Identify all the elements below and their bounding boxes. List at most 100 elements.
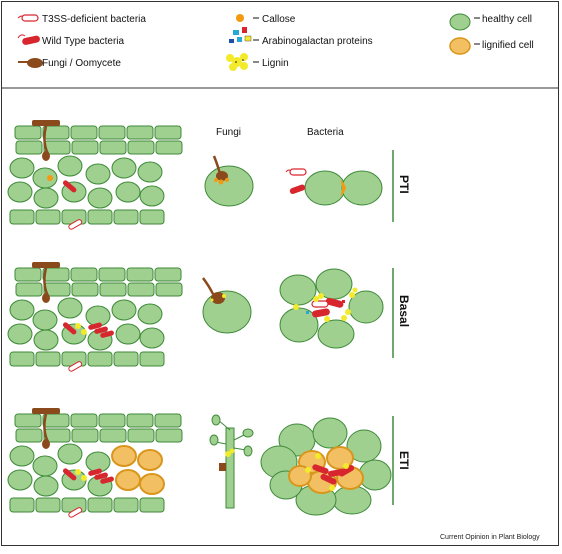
callose-deposit <box>47 175 53 181</box>
mesophyll-cell <box>9 299 35 321</box>
epidermal-cell <box>113 209 139 225</box>
epidermal-cell <box>9 497 35 513</box>
epidermal-cell <box>139 209 165 225</box>
epidermal-cell <box>35 497 61 513</box>
legend-wild-type-label: Wild Type bacteria <box>42 36 125 47</box>
row-label-basal: Basal <box>397 295 411 327</box>
bacterium <box>62 468 77 481</box>
fungi-oomycete-icon <box>18 58 43 68</box>
legend-fungi-label: Fungi / Oomycete <box>42 58 121 69</box>
epidermal-cell <box>126 125 154 140</box>
healthy-cell <box>312 417 348 449</box>
tissue-panel-pti <box>7 120 183 230</box>
row-label-eti: ETI <box>397 451 411 470</box>
mesophyll-cell <box>32 455 58 477</box>
epidermal-cell <box>127 140 155 155</box>
mesophyll-cell <box>115 181 141 203</box>
legend-lignin-label: Lignin <box>262 58 289 69</box>
healthy-cell <box>332 485 372 515</box>
mesophyll-cell <box>7 181 33 203</box>
tissue-panel-basal <box>7 262 183 372</box>
healthy-cell-icon <box>449 13 480 31</box>
lignin-deposit <box>81 329 87 335</box>
epidermal-cell <box>15 428 43 443</box>
haustorium <box>42 293 50 303</box>
epidermal-cell <box>155 140 183 155</box>
mesophyll-cell <box>87 187 113 209</box>
lignified-cell <box>115 469 141 491</box>
t3ss-bacteria-icon <box>17 14 39 22</box>
bacterium <box>320 473 337 485</box>
epidermal-cell <box>70 413 98 428</box>
lignin-deposit <box>343 463 349 469</box>
bacterium <box>100 476 114 484</box>
row-label-pti: PTI <box>397 175 411 194</box>
epidermal-cell <box>9 209 35 225</box>
lignified-cell-icon <box>449 37 480 55</box>
epidermal-cell <box>9 351 35 367</box>
epidermal-cell <box>15 140 43 155</box>
healthy-cell <box>346 429 382 463</box>
epidermal-cell <box>71 140 99 155</box>
epidermal-cell <box>154 267 182 282</box>
pti-fungi-cell <box>204 155 254 207</box>
epidermal-cell <box>98 267 126 282</box>
bacterium <box>68 219 83 230</box>
mesophyll-cell <box>7 323 33 345</box>
bacterium <box>88 468 102 476</box>
epidermal-cell <box>15 282 43 297</box>
fungal-appressorium <box>32 408 60 414</box>
epidermal-cell <box>42 125 70 140</box>
eti-fungi-stem <box>209 414 254 509</box>
epidermal-cell <box>43 428 71 443</box>
mesophyll-cell <box>33 329 59 351</box>
basal-fungi-cell <box>201 277 252 334</box>
lignified-cell <box>111 445 137 467</box>
bacterium <box>94 472 108 480</box>
mesophyll-cell <box>139 327 165 349</box>
epidermal-cell <box>155 282 183 297</box>
bacterium <box>62 322 77 335</box>
epidermal-cell <box>71 428 99 443</box>
lignin-deposit <box>329 485 335 491</box>
bacterium <box>94 326 108 334</box>
bacterium <box>100 330 114 338</box>
epidermal-cell <box>127 282 155 297</box>
mesophyll-cell <box>9 157 35 179</box>
mesophyll-cell <box>137 161 163 183</box>
epidermal-cell <box>42 267 70 282</box>
mesophyll-cell <box>139 185 165 207</box>
bacterium <box>62 180 77 193</box>
epidermal-cell <box>70 125 98 140</box>
legend-t3ss-label: T3SS-deficient bacteria <box>42 14 146 25</box>
legend-callose-label: Callose <box>262 14 296 25</box>
header-bacteria: Bacteria <box>307 127 344 138</box>
lignin-deposit <box>315 453 321 459</box>
header-fungi: Fungi <box>216 127 241 138</box>
mesophyll-cell <box>57 443 83 465</box>
epidermal-cell <box>126 267 154 282</box>
lignified-cell <box>139 473 165 495</box>
epidermal-cell <box>35 209 61 225</box>
mesophyll-cell <box>57 155 83 177</box>
basal-bacteria-cluster <box>279 268 384 349</box>
epidermal-cell <box>98 125 126 140</box>
epidermal-cell <box>113 497 139 513</box>
healthy-cell <box>358 459 392 491</box>
mesophyll-cell <box>111 299 137 321</box>
lignin-icon <box>226 53 259 71</box>
epidermal-cell <box>14 125 42 140</box>
mesophyll-cell <box>57 297 83 319</box>
epidermal-cell <box>139 497 165 513</box>
epidermal-cell <box>14 413 42 428</box>
epidermal-cell <box>42 413 70 428</box>
mesophyll-cell <box>32 167 58 189</box>
fungal-appressorium <box>32 262 60 268</box>
tissue-panel-eti <box>7 408 183 518</box>
bacterium <box>312 464 329 475</box>
mesophyll-cell <box>85 163 111 185</box>
epidermal-cell <box>87 497 113 513</box>
haustorium <box>42 439 50 449</box>
mesophyll-cell <box>115 323 141 345</box>
